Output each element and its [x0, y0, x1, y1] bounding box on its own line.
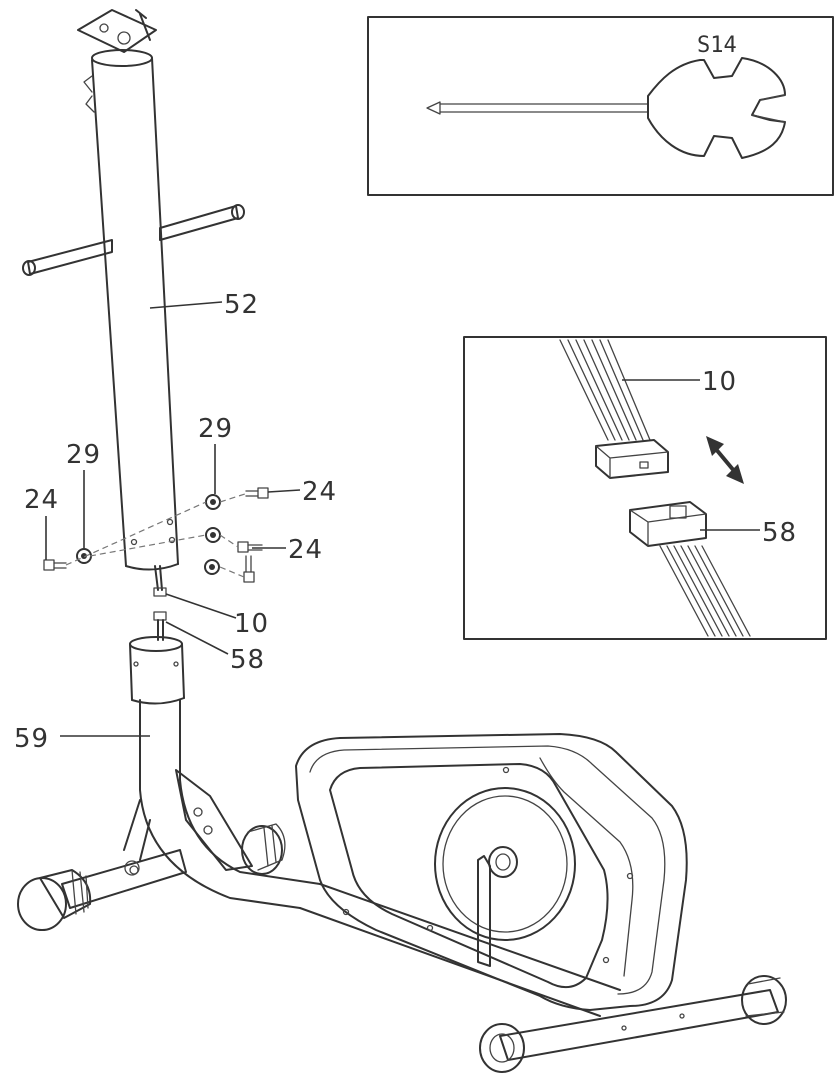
foot-front-left-icon [17, 869, 92, 931]
tool-label: S14 [697, 33, 737, 58]
tool-inset: S14 [367, 16, 834, 196]
label-10: 10 [234, 609, 269, 639]
leader-52 [149, 301, 223, 309]
upright-tube [22, 9, 245, 571]
cable-main [153, 565, 167, 641]
label-inset-58: 58 [762, 518, 797, 548]
connector-inset: 10 58 [463, 336, 827, 640]
flywheel-icon [434, 787, 576, 941]
connector-inset-frame [463, 336, 827, 640]
plug-lower-icon [629, 501, 707, 547]
label-29-right: 29 [198, 414, 233, 444]
label-29-left: 29 [66, 440, 101, 470]
fasteners [43, 487, 269, 583]
leader-24-right-top [267, 489, 301, 493]
leader-10 [165, 593, 237, 619]
label-58: 58 [230, 645, 265, 675]
base-frame [17, 823, 787, 1073]
washer-right-3 [204, 559, 220, 575]
flywheel-housing [295, 733, 688, 1011]
cable-upper-icon [559, 339, 651, 441]
bolt-right-top-icon [245, 487, 269, 499]
bolt-right-mid-icon [237, 541, 263, 553]
label-52: 52 [224, 290, 259, 320]
foot-rear-right-icon [741, 975, 787, 1025]
foot-rear-left-icon [479, 1023, 525, 1073]
bolt-right-bottom-icon [243, 555, 255, 583]
label-24-right-bottom: 24 [288, 535, 323, 565]
tool-inset-frame [367, 16, 834, 196]
screwdriver-icon [426, 57, 786, 159]
plug-upper-icon [595, 439, 669, 479]
cable-lower-icon [659, 545, 751, 637]
frame-post [123, 636, 321, 909]
label-59: 59 [14, 724, 49, 754]
label-24-left: 24 [24, 485, 59, 515]
leader-58 [165, 621, 229, 655]
bolt-left-icon [43, 559, 67, 571]
foot-front-right-icon [241, 823, 286, 875]
handle-bar [22, 204, 245, 276]
label-inset-10: 10 [702, 367, 737, 397]
label-24-right-top: 24 [302, 477, 337, 507]
double-arrow-icon [706, 436, 744, 484]
